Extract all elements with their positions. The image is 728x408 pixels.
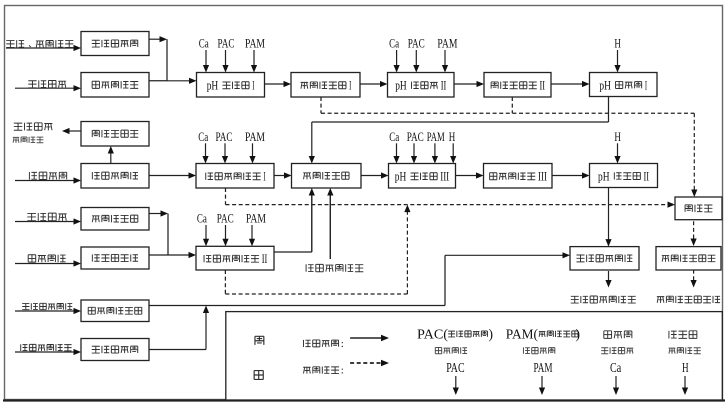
svg-text:PAC: PAC bbox=[408, 36, 425, 51]
svg-text:PAC: PAC bbox=[216, 129, 233, 144]
svg-text:PAM: PAM bbox=[437, 36, 457, 51]
svg-text:PAC: PAC bbox=[217, 211, 234, 226]
svg-text:H: H bbox=[682, 360, 689, 375]
svg-text:H: H bbox=[614, 36, 621, 51]
svg-text:pH: pH bbox=[598, 168, 610, 183]
svg-text:I: I bbox=[263, 169, 265, 184]
svg-text:I: I bbox=[645, 77, 647, 92]
svg-text:Ca: Ca bbox=[389, 129, 399, 144]
svg-text:PAM(: PAM( bbox=[506, 327, 539, 342]
svg-text:Ca: Ca bbox=[198, 129, 208, 144]
svg-text:PAM: PAM bbox=[246, 211, 266, 226]
svg-text:PAC: PAC bbox=[407, 129, 424, 144]
svg-text:II: II bbox=[262, 251, 268, 266]
svg-text:PAC(: PAC( bbox=[417, 327, 449, 342]
svg-text:II: II bbox=[441, 78, 447, 93]
svg-text:): ) bbox=[576, 327, 581, 342]
svg-text:III: III bbox=[440, 169, 449, 184]
svg-text:PAC: PAC bbox=[446, 360, 464, 375]
svg-text:PAM: PAM bbox=[427, 129, 445, 144]
svg-text:): ) bbox=[489, 327, 494, 342]
svg-text:PAM: PAM bbox=[245, 129, 265, 144]
svg-text:I: I bbox=[252, 78, 254, 93]
svg-text:Ca: Ca bbox=[610, 360, 621, 375]
svg-text:pH: pH bbox=[395, 78, 407, 93]
svg-text:Ca: Ca bbox=[199, 36, 209, 51]
svg-text:PAM: PAM bbox=[245, 36, 265, 51]
svg-text:III: III bbox=[538, 169, 547, 184]
svg-text:Ca: Ca bbox=[197, 211, 207, 226]
svg-text:Ca: Ca bbox=[389, 36, 399, 51]
svg-text:II: II bbox=[540, 78, 546, 93]
svg-text:I: I bbox=[349, 78, 351, 93]
svg-text:II: II bbox=[644, 168, 650, 183]
svg-text:H: H bbox=[449, 129, 456, 144]
svg-text:pH: pH bbox=[599, 77, 611, 92]
svg-text::: : bbox=[341, 365, 344, 377]
svg-text:H: H bbox=[614, 129, 621, 144]
svg-text:pH: pH bbox=[395, 169, 407, 184]
svg-text:pH: pH bbox=[207, 78, 219, 93]
svg-text::: : bbox=[341, 338, 344, 350]
svg-text:PAM: PAM bbox=[534, 360, 553, 375]
svg-text:PAC: PAC bbox=[218, 36, 235, 51]
